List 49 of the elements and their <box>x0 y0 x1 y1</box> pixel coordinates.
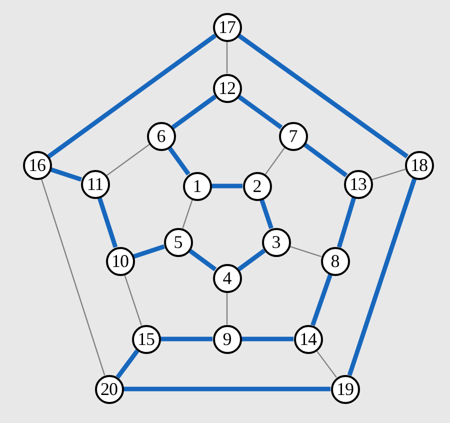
cycle-edge-line <box>160 336 212 342</box>
numbered-vertex: 17 <box>212 12 242 42</box>
cycle-edge-line <box>133 244 165 259</box>
cycle-edge-line <box>260 198 274 230</box>
edge-line <box>124 274 142 326</box>
cycle-edge-line <box>336 197 356 248</box>
numbered-vertex: 8 <box>320 246 350 276</box>
numbered-vertex: 11 <box>80 170 110 198</box>
cycle-edge-line <box>50 167 82 182</box>
edge-line <box>182 200 193 228</box>
numbered-vertex: 10 <box>106 246 134 276</box>
numbered-vertex: 3 <box>262 228 290 256</box>
edge-line <box>316 350 337 378</box>
cycle-edge-line <box>303 142 348 178</box>
cycle-edge-line <box>116 349 140 379</box>
numbered-vertex: 18 <box>404 150 434 180</box>
cycle-edge-line <box>237 94 283 130</box>
numbered-vertex: 15 <box>132 324 160 354</box>
numbered-vertex: 5 <box>164 228 192 256</box>
edge-line <box>226 292 228 324</box>
cycle-edge-line <box>124 386 330 392</box>
edge-line <box>40 178 106 376</box>
edge-line <box>290 246 322 258</box>
cycle-edge-line <box>310 274 332 326</box>
cycle-edge-line <box>347 178 417 376</box>
numbered-vertex: 4 <box>212 264 242 292</box>
numbered-vertex: 7 <box>278 122 308 150</box>
cycle-edge-line <box>171 94 217 130</box>
cycle-edge-line <box>212 184 242 188</box>
numbered-vertex: 20 <box>94 374 124 404</box>
edge-line <box>372 168 406 180</box>
numbered-vertex: 16 <box>22 150 52 180</box>
cycle-edge-line <box>188 248 217 272</box>
cycle-edge-line <box>168 146 190 176</box>
numbered-vertex: 13 <box>344 170 372 198</box>
cycle-edge-line <box>237 34 409 158</box>
numbered-vertex: 2 <box>242 172 272 200</box>
numbered-vertex: 14 <box>294 324 322 354</box>
numbered-vertex: 1 <box>182 172 212 200</box>
numbered-vertex: 6 <box>146 122 176 150</box>
numbered-vertex: 9 <box>212 324 242 354</box>
edge-line <box>106 144 150 176</box>
cycle-edge-line <box>242 336 294 342</box>
numbered-vertex: 12 <box>212 74 242 102</box>
cycle-edge-line <box>97 197 118 248</box>
numbered-vertex: 19 <box>330 374 360 404</box>
edge-line <box>226 42 228 74</box>
cycle-edge-line <box>237 248 266 272</box>
cycle-edge-line <box>47 34 217 158</box>
